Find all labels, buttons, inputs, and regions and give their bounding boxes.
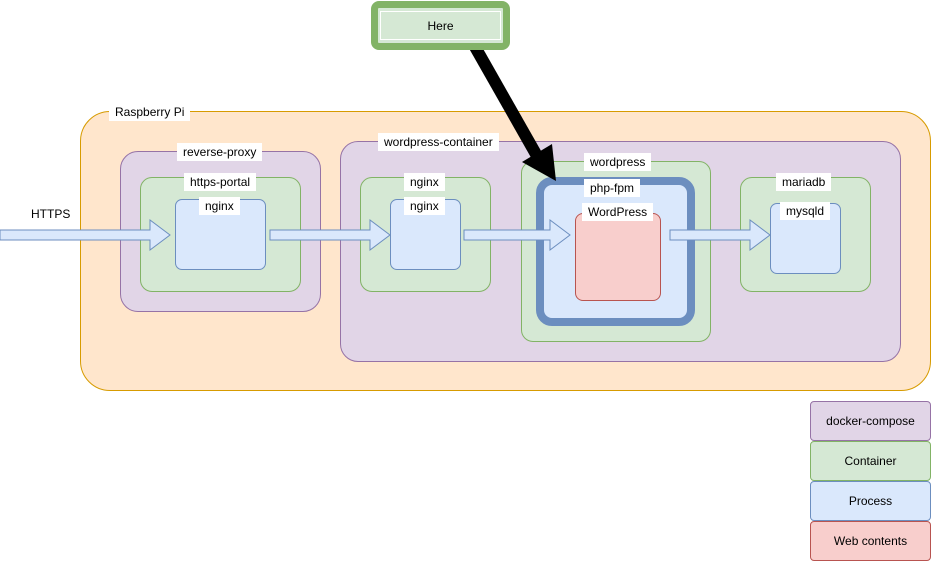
php-fpm-label: php-fpm <box>584 179 641 197</box>
reverse-proxy-label: reverse-proxy <box>177 143 263 161</box>
https-label: HTTPS <box>31 207 71 221</box>
mariadb-container-label: mariadb <box>776 173 832 191</box>
nginx-process-label: nginx <box>404 197 445 215</box>
here-callout-label: Here <box>427 18 454 33</box>
legend-web-contents-label: Web contents <box>833 534 908 548</box>
here-callout-inner: Here <box>380 11 501 40</box>
wordpress-web-contents-label: WordPress <box>582 203 654 221</box>
proxy-to-nginx-arrow <box>269 219 391 251</box>
here-pointer-line <box>468 42 547 166</box>
legend-container-label: Container <box>844 454 897 468</box>
nginx-container-label: nginx <box>404 173 445 191</box>
legend-docker-compose-label: docker-compose <box>826 414 915 428</box>
wordpress-to-mysqld-arrow <box>669 219 771 251</box>
legend-process-label: Process <box>848 494 893 508</box>
mysqld-label: mysqld <box>780 202 831 220</box>
here-pointer-arrowhead <box>522 144 556 181</box>
legend-web-contents: Web contents <box>810 521 931 561</box>
nginx-to-php-fpm-arrow <box>463 219 571 251</box>
legend-process: Process <box>810 481 931 521</box>
wordpress-container-box-label: wordpress <box>584 153 652 171</box>
legend-container: Container <box>810 441 931 481</box>
https-to-nginx-arrow <box>0 219 171 251</box>
wordpress-container-label: wordpress-container <box>378 133 499 151</box>
legend-docker-compose: docker-compose <box>810 401 931 441</box>
wordpress-web-contents <box>575 213 661 301</box>
reverse-proxy-nginx-label: nginx <box>199 197 240 215</box>
raspberry-pi-label: Raspberry Pi <box>109 103 191 121</box>
https-portal-label: https-portal <box>184 173 257 191</box>
